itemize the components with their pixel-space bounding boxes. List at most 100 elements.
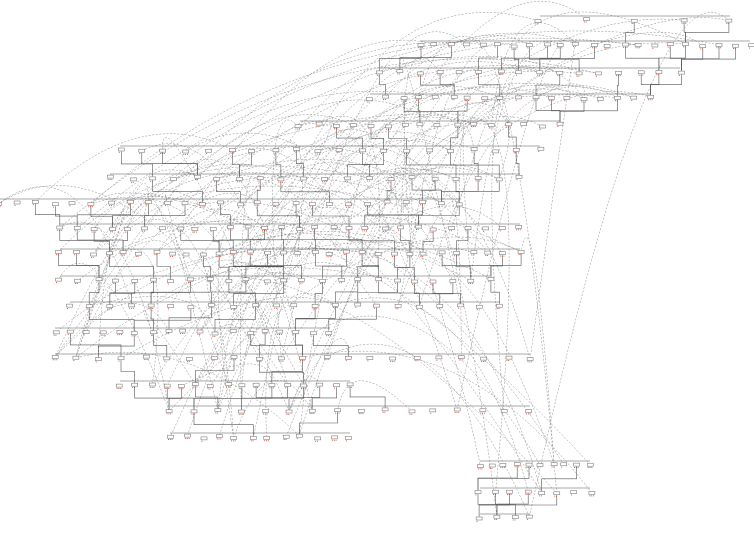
node-pin <box>313 229 315 231</box>
node-pin <box>507 126 509 128</box>
node-pin <box>477 468 479 470</box>
node-pin <box>499 230 501 232</box>
node-pin <box>683 46 684 48</box>
node-pin <box>280 181 282 183</box>
node-pin <box>237 181 238 183</box>
node-pin <box>362 230 364 232</box>
solid-edge <box>122 231 128 251</box>
node-pin <box>316 126 318 127</box>
node-pin <box>616 75 617 77</box>
graph-node <box>500 409 508 413</box>
node-pin <box>326 359 328 361</box>
solid-edge <box>314 282 323 304</box>
node-pin <box>232 254 234 256</box>
node-pin <box>587 467 589 468</box>
solid-edge <box>211 281 247 303</box>
solid-edge <box>457 99 468 123</box>
node-pin <box>212 307 214 309</box>
graph-node <box>477 464 484 468</box>
node-pin <box>235 359 236 361</box>
node-pin <box>218 204 219 206</box>
node-pin <box>282 181 283 183</box>
node-pin <box>312 229 313 231</box>
graph-node <box>447 149 454 153</box>
node-pin <box>427 152 429 154</box>
graph-node <box>480 42 487 47</box>
node-pin <box>439 254 441 256</box>
graph-node <box>498 69 505 74</box>
dashed-edge <box>275 140 303 254</box>
node-pin <box>314 308 316 310</box>
node-pin <box>152 282 154 283</box>
node-pin <box>234 254 236 256</box>
node-pin <box>350 127 352 129</box>
graph-node <box>227 225 234 229</box>
graph-node <box>415 95 422 99</box>
solid-edge <box>473 151 479 177</box>
node-pin <box>349 386 351 388</box>
node-pin <box>303 360 305 362</box>
graph-node <box>431 94 439 99</box>
node-pin <box>749 47 750 49</box>
graph-node <box>278 356 285 361</box>
graph-node <box>51 355 59 359</box>
node-pin <box>457 127 459 128</box>
node-pin <box>516 229 518 231</box>
node-pin <box>275 152 277 154</box>
node-pin <box>168 439 169 440</box>
node-pin <box>484 361 486 362</box>
node-pin <box>364 230 365 232</box>
node-pin <box>463 46 465 48</box>
node-pin <box>346 206 347 208</box>
node-pin <box>360 413 362 415</box>
node-pin <box>432 99 434 100</box>
graph-node <box>159 226 166 231</box>
node-pin <box>430 412 432 414</box>
node-pin <box>67 308 68 309</box>
graph-node <box>90 227 98 231</box>
node-pin <box>514 519 516 521</box>
node-pin <box>186 153 188 155</box>
solid-edge <box>348 230 395 252</box>
node-pin <box>171 439 173 440</box>
dashed-edge <box>280 162 454 282</box>
node-pin <box>132 283 134 285</box>
graph-node <box>715 43 723 47</box>
node-pin <box>477 180 479 182</box>
graph-node <box>603 44 611 48</box>
dashed-edge <box>75 241 474 358</box>
node-pin <box>314 254 316 256</box>
graph-node <box>481 96 489 101</box>
node-pin <box>90 206 92 208</box>
graph-node <box>55 250 62 254</box>
node-pin <box>201 206 203 208</box>
node-pin <box>434 181 436 182</box>
node-pin <box>288 413 290 415</box>
graph-node <box>517 250 525 254</box>
graph-node <box>344 176 351 181</box>
graph-node <box>285 409 293 414</box>
dashed-edge <box>217 190 368 411</box>
node-pin <box>293 334 295 336</box>
node-pin <box>578 75 580 77</box>
node-pin <box>92 206 93 208</box>
node-pin <box>416 99 417 101</box>
dashed-edge <box>297 123 481 467</box>
solid-edge <box>312 206 350 226</box>
graph-node <box>182 149 190 154</box>
graph-node <box>191 227 199 231</box>
graph-node <box>169 251 176 256</box>
graph-node <box>179 328 186 333</box>
node-pin <box>145 204 147 206</box>
node-pin <box>606 48 608 50</box>
graph-node <box>73 226 81 230</box>
node-pin <box>317 153 319 155</box>
graph-node <box>400 96 408 100</box>
graph-node <box>615 71 622 75</box>
graph-node <box>230 305 237 309</box>
graph-node <box>505 355 513 360</box>
graph-node <box>429 408 437 413</box>
node-pin <box>279 229 281 231</box>
node-pin <box>293 205 295 207</box>
graph-node <box>526 43 533 47</box>
